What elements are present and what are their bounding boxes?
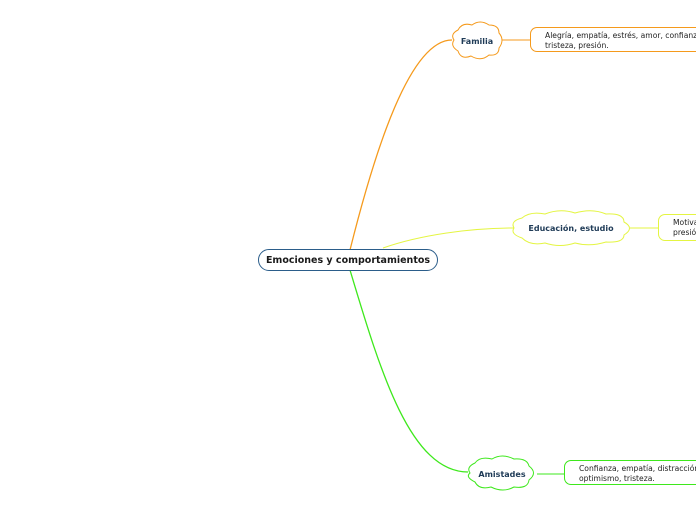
detail-amistades-line-2: optimismo, tristeza. (579, 473, 655, 483)
topic-familia-label: Familia (460, 37, 494, 46)
detail-familia[interactable]: Alegría, empatía, estrés, amor, confianz… (530, 27, 696, 52)
root-topic[interactable]: Emociones y comportamientos (258, 249, 438, 271)
cloud-familia (452, 21, 503, 60)
detail-familia-line-2: tristeza, presión. (545, 40, 609, 50)
topic-amistades[interactable]: Amistades (470, 470, 534, 479)
detail-educacion-line-2: presió (673, 227, 696, 237)
topic-familia[interactable]: Familia (454, 37, 500, 46)
detail-educacion-line-1: Motivación, (673, 218, 696, 227)
topic-amistades-label: Amistades (478, 470, 526, 479)
root-topic-label: Emociones y comportamientos (265, 254, 431, 266)
topic-educacion[interactable]: Educación, estudio (516, 224, 626, 233)
link-familia (349, 39, 453, 251)
detail-amistades[interactable]: Confianza, empatía, distracción, optimis… (564, 460, 696, 485)
cloud-amistades (467, 455, 534, 491)
link-amistades (349, 269, 469, 473)
topic-educacion-label: Educación, estudio (528, 224, 614, 233)
link-educacion (382, 227, 515, 249)
detail-educacion[interactable]: Motivación, presió (658, 214, 696, 241)
detail-familia-line-1: Alegría, empatía, estrés, amor, confianz… (545, 31, 696, 40)
cloud-educacion (512, 210, 630, 246)
detail-amistades-line-1: Confianza, empatía, distracción, (579, 464, 696, 473)
